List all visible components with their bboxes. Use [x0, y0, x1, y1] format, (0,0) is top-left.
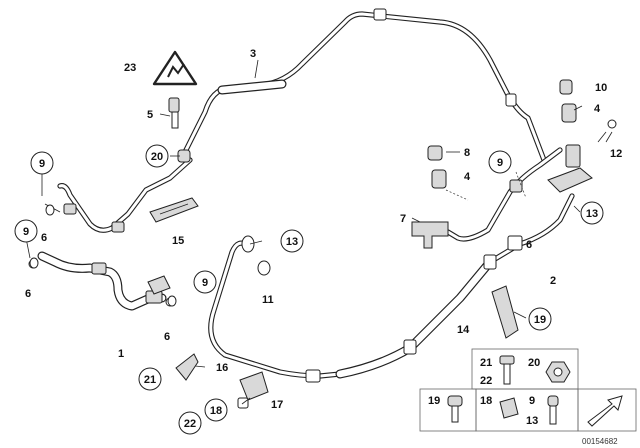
label-14: 14 [457, 324, 470, 336]
label-6d: 6 [526, 239, 532, 251]
label-3: 3 [250, 48, 256, 60]
hose-14 [208, 193, 575, 383]
callout-13b: 13 [586, 208, 598, 220]
clip-6 [147, 275, 171, 295]
label-4b: 4 [464, 171, 471, 183]
legend-13: 13 [526, 415, 538, 427]
pipe-right [445, 144, 593, 242]
callout-9c: 9 [202, 277, 208, 289]
bracket-19 [491, 285, 519, 339]
sensor-5 [168, 97, 180, 129]
pipe-3 [179, 8, 547, 163]
bracket-7 [411, 221, 449, 249]
warning-label-23 [152, 50, 198, 86]
label-2: 2 [550, 275, 556, 287]
label-7: 7 [400, 213, 406, 225]
legend-20: 20 [528, 357, 540, 369]
label-1: 1 [118, 348, 124, 360]
catalog-number: 00154682 [582, 437, 618, 446]
label-4a: 4 [594, 103, 601, 115]
dashed-leaders [445, 171, 527, 201]
label-23: 23 [124, 62, 136, 74]
legend-22: 22 [480, 375, 492, 387]
circled-labels: 9 9 9 9 13 13 18 19 20 21 22 [14, 144, 604, 435]
callout-22: 22 [184, 418, 196, 430]
o-rings-left [29, 204, 271, 307]
label-17: 17 [271, 399, 283, 411]
pipe-left-upper [44, 157, 193, 233]
bracket-16 [175, 353, 199, 381]
callout-9b: 9 [23, 226, 29, 238]
callout-9a: 9 [39, 158, 45, 170]
legend-18: 18 [480, 395, 492, 407]
caps [427, 79, 617, 189]
callout-13a: 13 [286, 236, 298, 248]
label-10: 10 [595, 82, 607, 94]
callout-21: 21 [144, 374, 156, 386]
callout-19: 19 [534, 314, 546, 326]
bracket-15 [149, 197, 199, 223]
connector-17 [237, 371, 269, 409]
label-16: 16 [216, 362, 228, 374]
label-6a: 6 [41, 232, 47, 244]
callout-18: 18 [210, 405, 222, 417]
label-11: 11 [262, 294, 274, 306]
label-12: 12 [610, 148, 622, 160]
part-labels: 1 2 3 4 4 5 6 6 6 6 7 8 10 11 12 14 15 1… [25, 48, 622, 411]
legend-9: 9 [529, 395, 535, 407]
legend-21: 21 [480, 357, 492, 369]
label-5: 5 [147, 109, 153, 121]
fastener-legend: 21 22 20 19 18 9 13 00154682 [419, 348, 637, 446]
label-15: 15 [172, 235, 184, 247]
label-6b: 6 [25, 288, 31, 300]
callout-20: 20 [151, 151, 163, 163]
label-8: 8 [464, 147, 470, 159]
callout-9d: 9 [497, 157, 503, 169]
label-6c: 6 [164, 331, 170, 343]
legend-19: 19 [428, 395, 440, 407]
